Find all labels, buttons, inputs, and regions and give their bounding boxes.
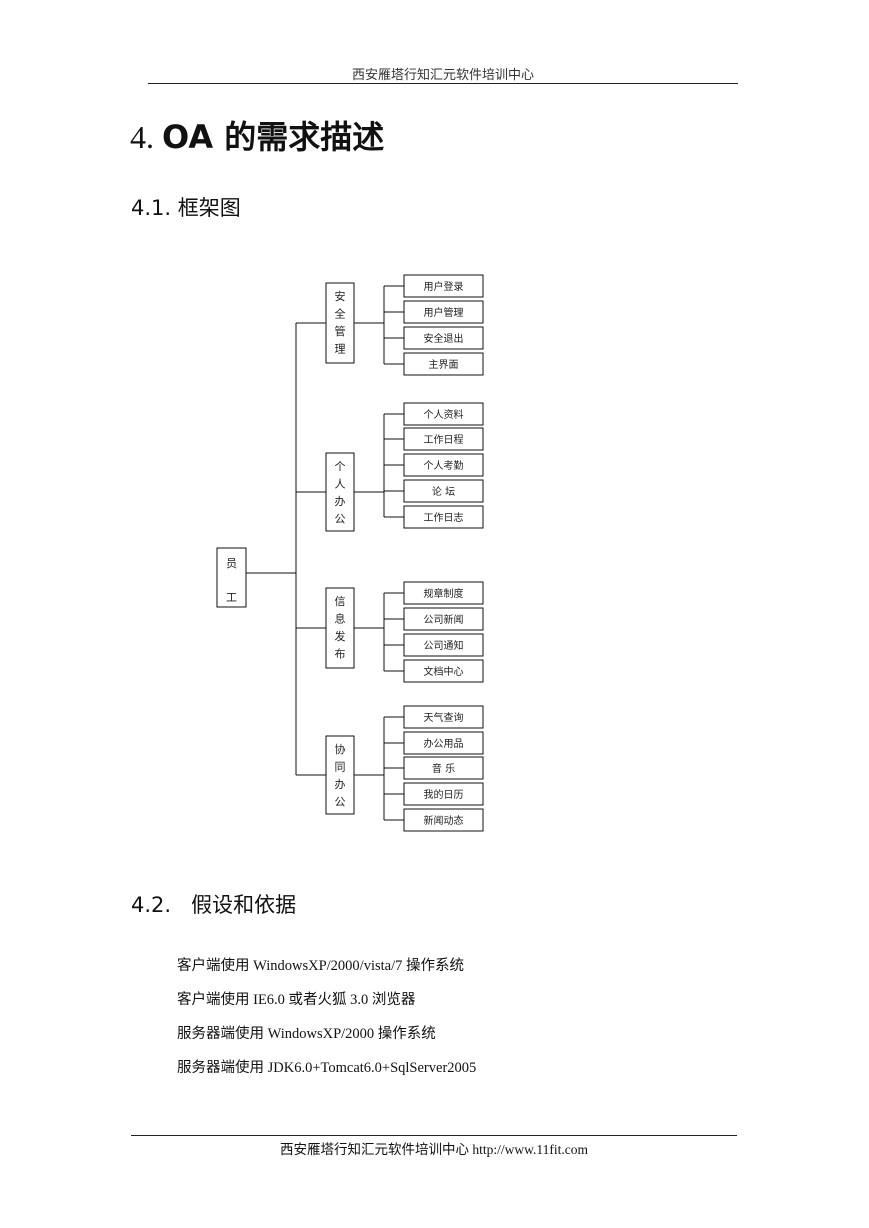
page-footer: 西安雁塔行知汇元软件培训中心 http://www.11fit.com: [280, 1142, 588, 1157]
group-box: [325, 452, 355, 532]
paragraph: 客户端使用 IE6.0 或者火狐 3.0 浏览器: [177, 992, 416, 1008]
group-label: 个: [335, 460, 346, 473]
item-label: 用户管理: [424, 306, 464, 319]
footer-rule: [131, 1135, 737, 1136]
group-box: [325, 735, 355, 815]
heading-number: 4.2.: [131, 893, 172, 917]
item-label: 公司新闻: [424, 613, 464, 626]
paragraph: 服务器端使用 WindowsXP/2000 操作系统: [177, 1026, 436, 1042]
item-box: [403, 705, 484, 729]
group-label: 同: [335, 761, 346, 774]
group-label: 理: [335, 343, 346, 356]
group-box: [325, 282, 355, 364]
header-rule: [148, 83, 738, 84]
group-label: 全: [335, 307, 346, 321]
item-box: [403, 300, 484, 324]
item-box: [403, 505, 484, 529]
paragraph: 客户端使用 WindowsXP/2000/vista/7 操作系统: [177, 958, 465, 974]
item-label: 论 坛: [432, 485, 455, 498]
item-box: [403, 659, 484, 683]
item-label: 我的日历: [424, 788, 464, 801]
group-label: 公: [335, 513, 346, 526]
heading-text: OA 的需求描述: [162, 118, 385, 156]
root-label: 工: [226, 591, 237, 604]
subheading-assumptions: 4.2. 假设和依据: [131, 889, 296, 919]
item-label: 主界面: [429, 359, 459, 371]
item-label: 办公用品: [424, 737, 464, 750]
heading-text: 假设和依据: [191, 893, 297, 917]
group-label: 办: [335, 495, 346, 508]
root-box: [216, 547, 247, 608]
item-label: 工作日程: [424, 434, 464, 446]
item-box: [403, 453, 484, 477]
group-label: 安: [335, 289, 346, 303]
item-box: [403, 402, 484, 426]
subheading-framework: 4.1. 框架图: [131, 196, 241, 220]
item-box: [403, 782, 484, 806]
group-label: 发: [335, 629, 346, 643]
heading-number: 4.: [130, 119, 154, 155]
item-box: [403, 326, 484, 350]
group-label: 管: [335, 324, 346, 338]
item-label: 工作日志: [424, 511, 464, 524]
group-label: 布: [335, 648, 346, 661]
item-box: [403, 352, 484, 376]
item-box: [403, 633, 484, 657]
group-label: 协: [335, 742, 346, 756]
item-label: 音 乐: [432, 762, 455, 775]
item-box: [403, 581, 484, 605]
paragraph: 服务器端使用 JDK6.0+Tomcat6.0+SqlServer2005: [177, 1060, 477, 1076]
item-box: [403, 479, 484, 503]
group-box: [325, 587, 355, 669]
item-box: [403, 607, 484, 631]
page-header: 西安雁塔行知汇元软件培训中心: [351, 67, 534, 82]
item-box: [403, 808, 484, 832]
item-box: [403, 427, 484, 451]
section-heading-4: 4. OA 的需求描述: [130, 112, 384, 158]
group-label: 办: [335, 778, 346, 791]
item-box: [403, 756, 484, 780]
group-label: 人: [335, 478, 346, 491]
item-label: 安全退出: [424, 332, 464, 345]
group-label: 息: [335, 612, 346, 626]
item-label: 天气查询: [424, 711, 464, 724]
item-box: [403, 274, 484, 298]
root-label: 员: [226, 557, 237, 570]
item-label: 公司通知: [424, 639, 464, 652]
item-label: 个人资料: [424, 408, 464, 421]
item-label: 新闻动态: [424, 814, 464, 827]
group-label: 信: [335, 595, 346, 608]
group-label: 公: [335, 796, 346, 809]
item-box: [403, 731, 484, 755]
item-label: 文档中心: [424, 665, 464, 678]
item-label: 规章制度: [424, 587, 464, 600]
item-label: 用户登录: [424, 280, 464, 293]
item-label: 个人考勤: [424, 459, 464, 472]
